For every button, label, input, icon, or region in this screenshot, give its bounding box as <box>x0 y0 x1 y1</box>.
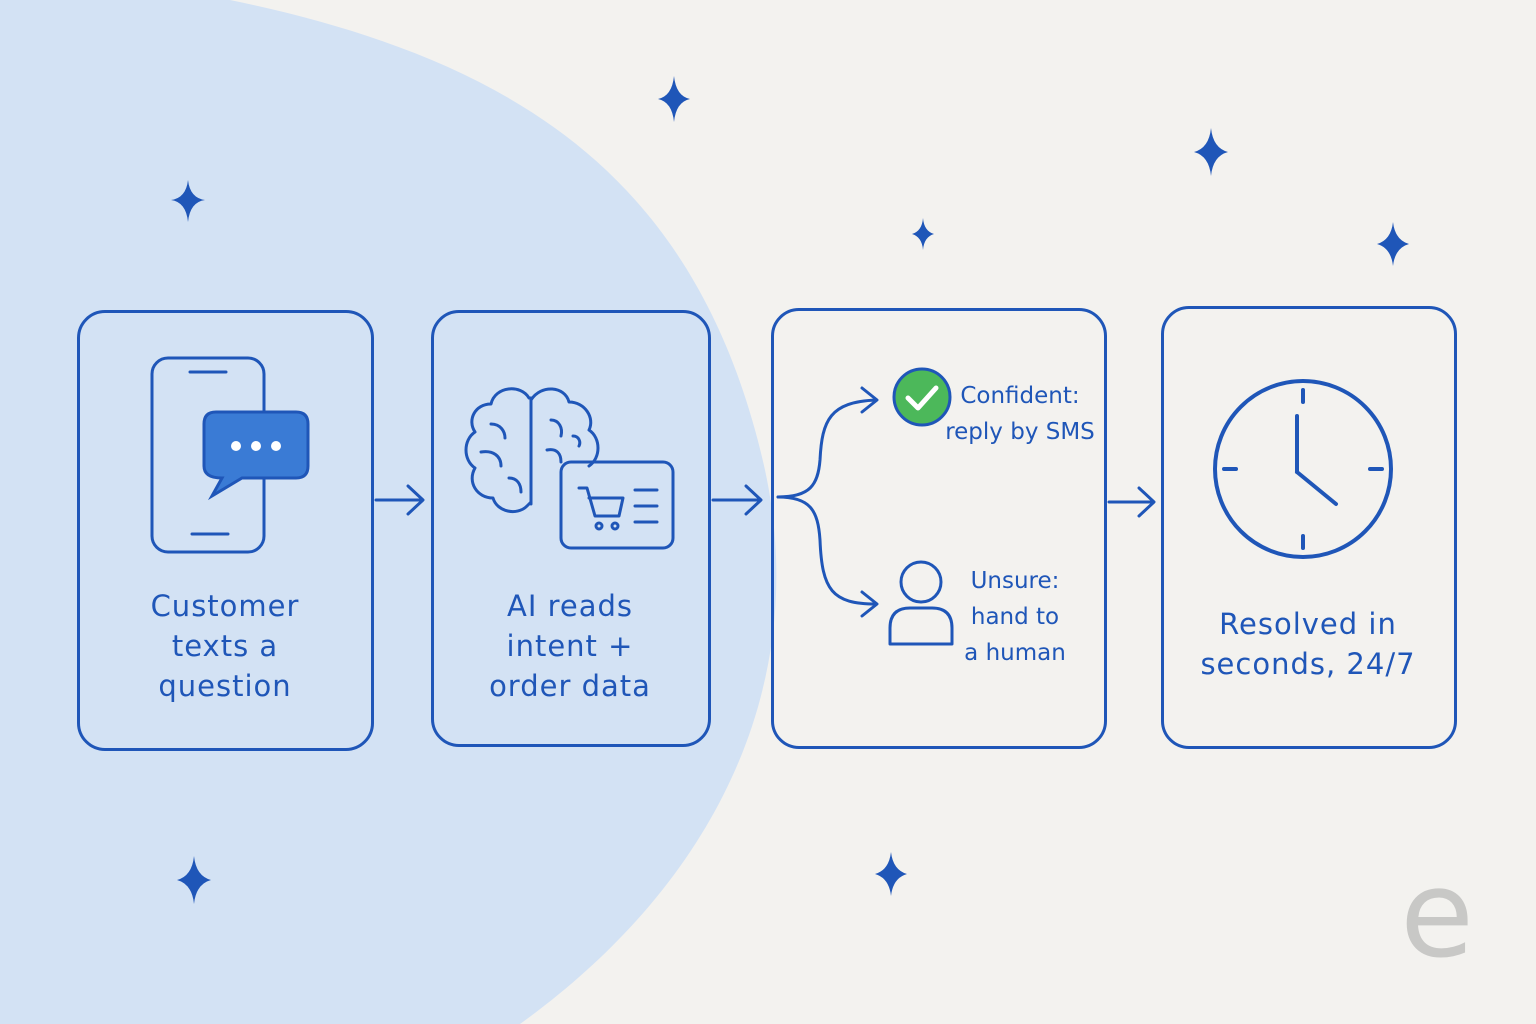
arrow-1-to-2 <box>374 484 425 516</box>
sparkle-icon <box>1194 128 1228 176</box>
sparkle-icon <box>177 856 211 904</box>
sparkle-icon <box>912 218 934 250</box>
sparkle-icon <box>658 76 690 122</box>
phone-chat-icon <box>150 356 310 554</box>
step-caption-resolved: Resolved in seconds, 24/7 <box>1200 607 1416 681</box>
branch-icon <box>776 386 879 618</box>
branch-label-unsure: Unsure: hand to a human <box>964 568 1066 666</box>
step-caption-customer: Customer texts a question <box>150 589 300 703</box>
step-card-decision <box>771 308 1107 749</box>
brain-order-icon <box>464 387 675 550</box>
clock-icon <box>1213 379 1393 559</box>
step-caption-ai: AI reads intent + order data <box>489 589 651 703</box>
brand-logo: e <box>1400 846 1474 985</box>
person-icon <box>888 560 954 646</box>
background-blob <box>0 0 777 1024</box>
arrow-3-to-4 <box>1107 486 1156 518</box>
branch-label-confident: Confident: reply by SMS <box>945 383 1095 445</box>
sparkle-icon <box>875 852 907 896</box>
sparkle-icon <box>1377 222 1409 266</box>
arrow-2-to-3 <box>711 484 763 516</box>
step-card-resolved <box>1161 306 1457 749</box>
sparkle-icon <box>171 180 205 222</box>
step-card-customer <box>77 310 374 751</box>
check-circle-icon <box>892 367 952 427</box>
step-card-ai <box>431 310 711 747</box>
